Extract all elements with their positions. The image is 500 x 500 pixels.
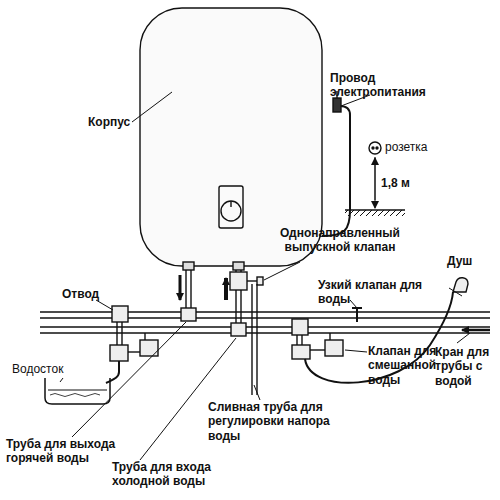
- check-valve: [230, 272, 247, 290]
- callout-label: Однонаправленный выпускной клапан: [265, 226, 415, 255]
- callout-label: розетка: [385, 140, 455, 154]
- shower-head: [453, 278, 468, 292]
- callout-label: Клапан для смешанной воды: [368, 344, 443, 387]
- callout-label: Корпус: [88, 115, 148, 129]
- branch-fitting: [112, 306, 128, 322]
- callout-label: Труба для входа холодной воды: [112, 460, 262, 489]
- callout-label: Отвод: [62, 287, 112, 301]
- callout-label: Узкий клапан для воды: [318, 278, 453, 307]
- control-panel: [219, 186, 243, 228]
- callout-label: 1,8 м: [381, 176, 431, 190]
- mixer-valve: [292, 319, 308, 335]
- dimension-line: [375, 157, 376, 208]
- thermostat-knob: [221, 201, 241, 221]
- callout-label: Водосток: [12, 362, 82, 376]
- callout-label: Провод электропитания: [330, 71, 440, 100]
- callout-label: Кран для трубы с водой: [435, 345, 497, 388]
- callout-label: Сливная труба для регулировки напора вод…: [208, 400, 336, 443]
- power-cord: [322, 106, 350, 236]
- socket: [369, 142, 381, 154]
- callout-label: Душ: [447, 254, 492, 268]
- drain-basin: [45, 378, 110, 404]
